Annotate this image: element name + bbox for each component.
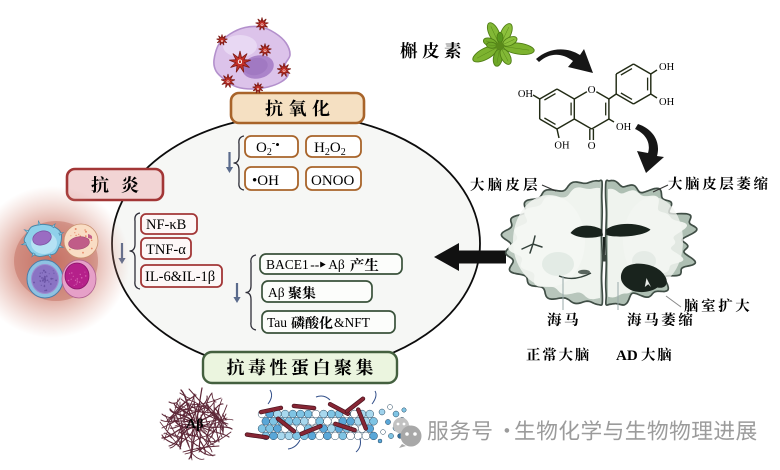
svg-text:&NFT: &NFT	[334, 315, 371, 330]
svg-text:OH: OH	[554, 141, 570, 152]
svg-text:ONOO: ONOO	[311, 173, 354, 189]
svg-text:O: O	[226, 79, 229, 84]
svg-text:O: O	[221, 39, 224, 43]
svg-text:Aβ: Aβ	[268, 285, 285, 300]
svg-text:Tau: Tau	[267, 315, 287, 330]
svg-text:•OH: •OH	[252, 173, 279, 189]
svg-text:OH: OH	[616, 122, 632, 133]
svg-text:NF-κB: NF-κB	[146, 217, 186, 233]
svg-text:OH: OH	[659, 97, 675, 108]
svg-text:O: O	[238, 60, 243, 66]
svg-text:Aβ: Aβ	[186, 417, 204, 432]
svg-text:H2O2: H2O2	[314, 140, 346, 158]
svg-text:O: O	[588, 84, 596, 96]
svg-text:O: O	[263, 48, 266, 53]
svg-text:O: O	[260, 22, 263, 27]
svg-text:O: O	[588, 140, 596, 152]
svg-text:OH: OH	[659, 62, 675, 73]
svg-text:--: --	[310, 257, 319, 272]
svg-text:AD: AD	[616, 348, 638, 364]
svg-text:BACE1: BACE1	[266, 257, 309, 272]
svg-text:OH: OH	[518, 89, 534, 100]
svg-text:TNF-α: TNF-α	[146, 242, 186, 258]
svg-text:IL-6&IL-1β: IL-6&IL-1β	[145, 269, 215, 285]
svg-text:O: O	[282, 68, 285, 73]
svg-text:Aβ: Aβ	[328, 257, 345, 272]
svg-text:O: O	[257, 87, 260, 91]
